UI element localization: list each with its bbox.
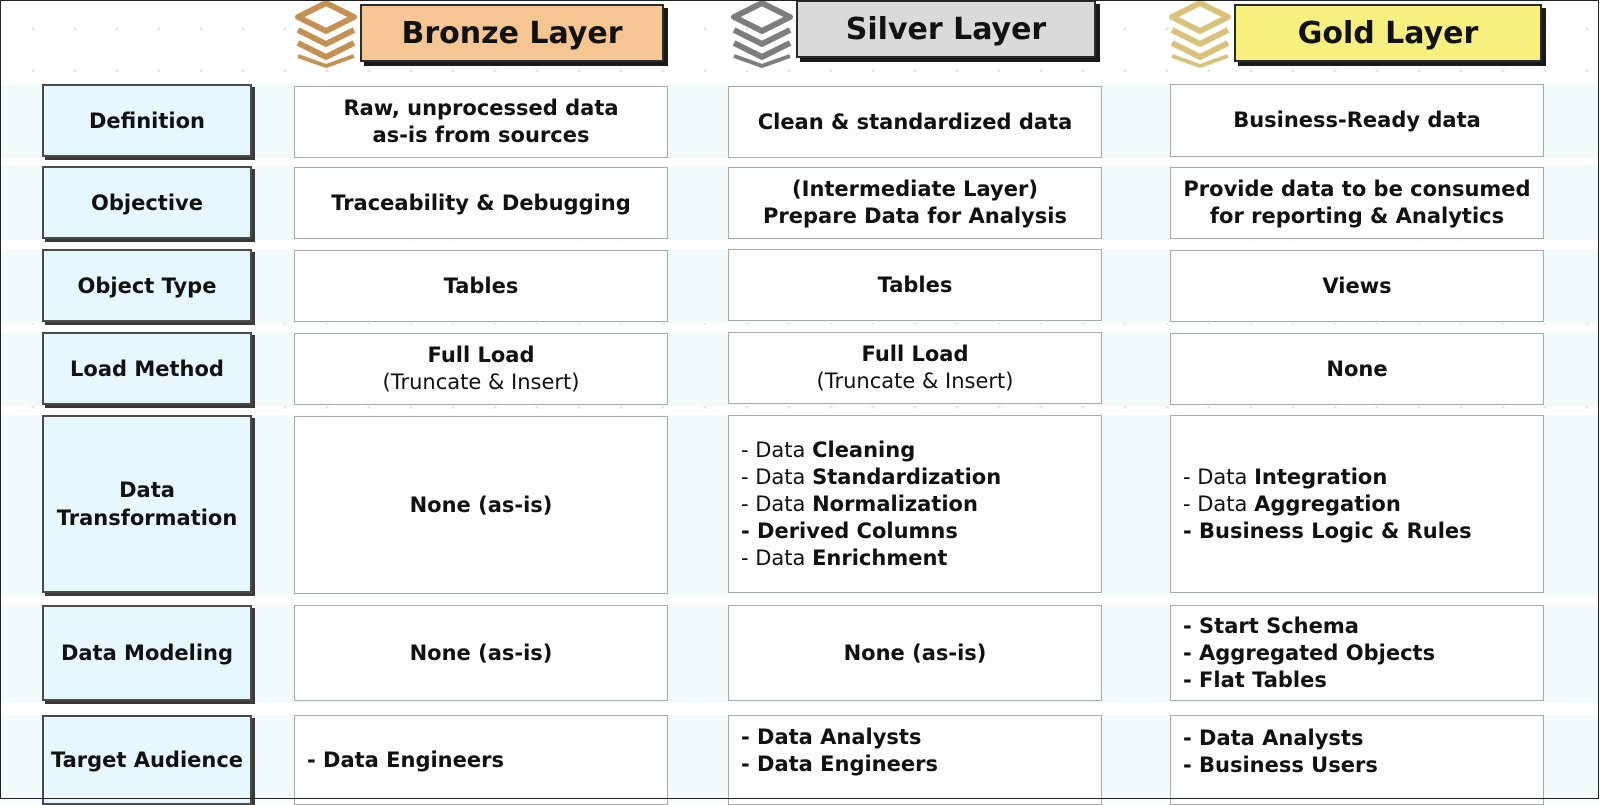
row-label-data-transformation: Data Transformation	[42, 415, 252, 593]
stacked-layers-icon	[1169, 0, 1231, 68]
bronze-data-transformation-cell: None (as-is)	[294, 416, 668, 594]
silver-definition-cell: Clean & standardized data	[728, 86, 1102, 158]
item-bold: Enrichment	[812, 545, 948, 570]
cell-line: Full Load	[427, 343, 535, 367]
item-prefix: - Data	[741, 491, 813, 516]
cell-line: (Intermediate Layer)	[792, 177, 1038, 201]
bronze-data-modeling-cell: None (as-is)	[294, 605, 668, 701]
silver-data-modeling-cell: None (as-is)	[728, 605, 1102, 701]
bronze-definition-cell: Raw, unprocessed data as-is from sources	[294, 86, 668, 158]
label-line: Data	[119, 478, 175, 502]
item-bold: Integration	[1254, 464, 1388, 489]
list-item: - Data Engineers	[741, 752, 938, 776]
gold-object-type-cell: Views	[1170, 250, 1544, 322]
cell-line: (Truncate & Insert)	[816, 369, 1014, 393]
list-item: - Data Standardization	[741, 464, 1001, 491]
cell-text: None (as-is)	[409, 640, 553, 665]
list-item: - Data Analysts	[1183, 726, 1364, 750]
bronze-layer-title: Bronze Layer	[360, 4, 664, 62]
item-prefix: - Data	[1183, 491, 1255, 516]
cell-text: Views	[1322, 273, 1392, 298]
list-item: - Flat Tables	[1183, 667, 1327, 692]
cell-text: None (as-is)	[843, 640, 987, 665]
gold-data-transformation-cell: - Data Integration - Data Aggregation - …	[1170, 415, 1544, 593]
cell-line: Prepare Data for Analysis	[763, 204, 1067, 228]
item-prefix: - Data	[741, 437, 813, 462]
item-prefix: - Data	[741, 545, 813, 570]
item-prefix: - Data	[1183, 464, 1255, 489]
list-item: - Data Normalization	[741, 491, 978, 518]
list-item: - Data Enrichment	[741, 545, 947, 572]
bronze-objective-cell: Traceability & Debugging	[294, 167, 668, 239]
silver-data-transformation-cell: - Data Cleaning - Data Standardization -…	[728, 415, 1102, 593]
bronze-layer-header: Bronze Layer	[292, 0, 672, 70]
gold-target-audience-cell: - Data Analysts - Business Users	[1170, 715, 1544, 805]
cell-text: Traceability & Debugging	[331, 190, 631, 215]
bronze-load-method-cell: Full Load (Truncate & Insert)	[294, 333, 668, 405]
list-item: - Data Engineers	[307, 747, 504, 772]
gold-data-modeling-cell: - Start Schema - Aggregated Objects - Fl…	[1170, 605, 1544, 701]
stacked-layers-icon	[731, 0, 793, 68]
item-bold: Derived Columns	[757, 518, 958, 543]
item-bold: Standardization	[812, 464, 1002, 489]
item-bold: Business Logic & Rules	[1199, 518, 1472, 543]
list-item: - Data Cleaning	[741, 437, 915, 464]
stacked-layers-icon	[295, 0, 357, 68]
list-item: - Data Integration	[1183, 464, 1387, 491]
silver-objective-cell: (Intermediate Layer) Prepare Data for An…	[728, 167, 1102, 239]
gold-layer-title: Gold Layer	[1234, 4, 1542, 62]
gold-definition-cell: Business-Ready data	[1170, 84, 1544, 157]
cell-line: (Truncate & Insert)	[382, 370, 580, 394]
cell-text: None	[1326, 356, 1388, 381]
gold-load-method-cell: None	[1170, 333, 1544, 405]
bronze-target-audience-cell: - Data Engineers	[294, 715, 668, 805]
item-prefix: - Data	[741, 464, 813, 489]
cell-text: None (as-is)	[409, 492, 553, 517]
cell-text: Tables	[877, 272, 953, 297]
row-label-target-audience: Target Audience	[42, 715, 252, 805]
row-label-definition: Definition	[42, 84, 252, 157]
list-item: - Derived Columns	[741, 518, 958, 545]
gold-layer-header: Gold Layer	[1166, 0, 1550, 70]
list-item: - Aggregated Objects	[1183, 640, 1436, 665]
cell-text: Business-Ready data	[1233, 108, 1481, 132]
item-bold: Aggregation	[1254, 491, 1401, 516]
silver-layer-header: Silver Layer	[728, 0, 1108, 70]
cell-line: Full Load	[861, 342, 969, 366]
cell-line: Provide data to be consumed	[1183, 177, 1531, 201]
cell-text: Tables	[443, 273, 519, 298]
cell-line: Raw, unprocessed data	[343, 96, 619, 120]
row-label-object-type: Object Type	[42, 249, 252, 322]
silver-layer-title: Silver Layer	[796, 0, 1096, 58]
row-label-data-modeling: Data Modeling	[42, 605, 252, 701]
item-prefix: -	[741, 518, 758, 543]
list-item: - Business Users	[1183, 753, 1378, 777]
row-label-load-method: Load Method	[42, 332, 252, 405]
list-item: - Data Aggregation	[1183, 491, 1401, 518]
item-bold: Cleaning	[812, 437, 916, 462]
cell-line: for reporting & Analytics	[1209, 204, 1505, 228]
list-item: - Business Logic & Rules	[1183, 518, 1472, 545]
item-prefix: -	[1183, 518, 1200, 543]
silver-object-type-cell: Tables	[728, 249, 1102, 321]
label-line: Transformation	[56, 506, 238, 530]
list-item: - Data Analysts	[741, 725, 922, 749]
silver-load-method-cell: Full Load (Truncate & Insert)	[728, 332, 1102, 404]
list-item: - Start Schema	[1183, 613, 1359, 638]
gold-objective-cell: Provide data to be consumed for reportin…	[1170, 167, 1544, 239]
row-label-objective: Objective	[42, 166, 252, 239]
item-bold: Normalization	[812, 491, 978, 516]
bronze-object-type-cell: Tables	[294, 250, 668, 322]
cell-text: Clean & standardized data	[757, 109, 1073, 134]
cell-line: as-is from sources	[372, 123, 590, 147]
